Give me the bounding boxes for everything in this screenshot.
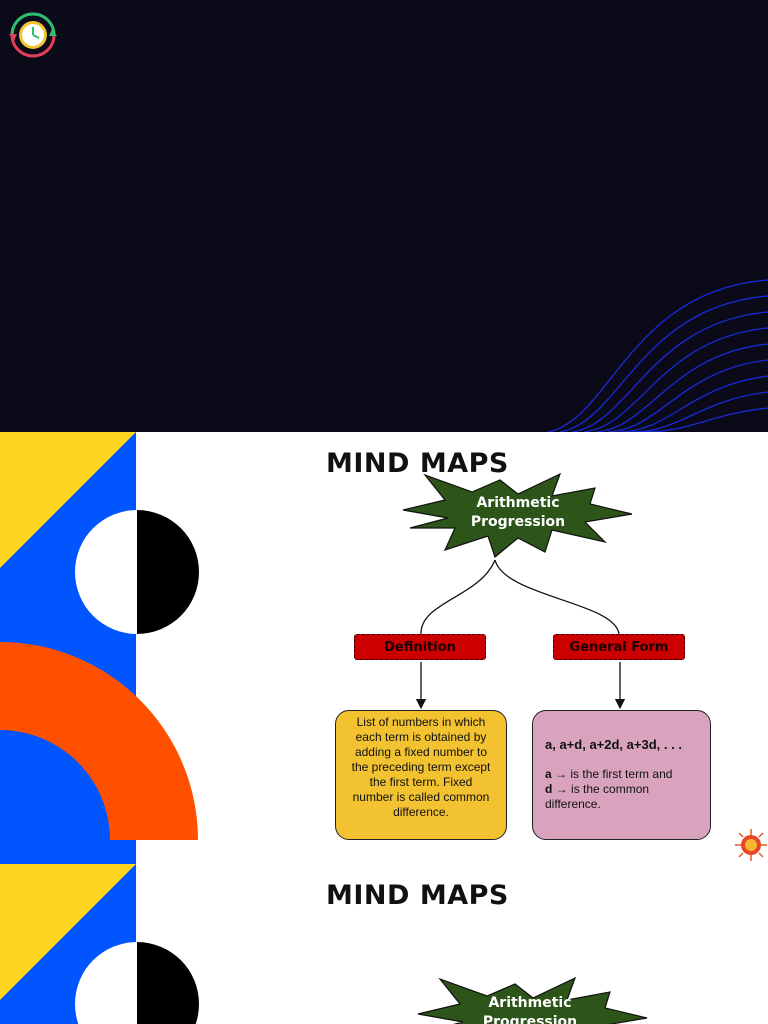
center-node-label-2: Arithmetic Progression — [470, 994, 590, 1024]
d-description: is the common difference. — [545, 782, 650, 811]
sun-badge-icon — [735, 829, 767, 861]
general-form-formula: a, a+d, a+2d, a+3d, . . . — [545, 737, 682, 752]
a-symbol: a — [545, 767, 552, 781]
a-description: is the first term and — [570, 767, 673, 781]
mindmap-slide-1: MIND MAPS Arithmetic Progression Definit… — [0, 432, 768, 864]
geometric-art-decoration-2 — [0, 864, 199, 1024]
arrow-a: → — [555, 767, 568, 781]
center-node-line2: Progression — [470, 514, 566, 530]
definition-tag: Definition — [354, 634, 486, 660]
general-form-tag: General Form — [553, 634, 685, 660]
center-node-line1-2: Arithmetic — [488, 995, 572, 1011]
general-form-box: a, a+d, a+2d, a+3d, . . . a → is the fir… — [532, 710, 711, 840]
clock-cycle-logo-icon — [9, 12, 57, 58]
difference-line: d → is the common difference. — [545, 782, 698, 812]
geometric-art-decoration — [0, 432, 199, 864]
first-term-line: a → is the first term and — [545, 767, 698, 782]
burst-shape — [402, 472, 633, 558]
arrow-d: → — [555, 782, 568, 796]
wave-lines-decoration — [547, 279, 768, 432]
dark-slide — [0, 0, 768, 432]
center-node-label: Arithmetic Progression — [458, 494, 578, 532]
definition-text: List of numbers in which each term is ob… — [351, 715, 491, 819]
definition-box: List of numbers in which each term is ob… — [335, 710, 507, 840]
mindmap-slide-2: MIND MAPS Arithmetic Progression — [0, 864, 768, 1024]
page-title-2: MIND MAPS — [326, 880, 509, 911]
center-node-line1: Arithmetic — [476, 495, 560, 511]
center-node-line2-2: Progression — [482, 1014, 578, 1024]
connector-lines — [415, 559, 626, 710]
page-title: MIND MAPS — [326, 448, 509, 479]
d-symbol: d — [545, 782, 553, 796]
burst-shape-2 — [417, 976, 648, 1024]
